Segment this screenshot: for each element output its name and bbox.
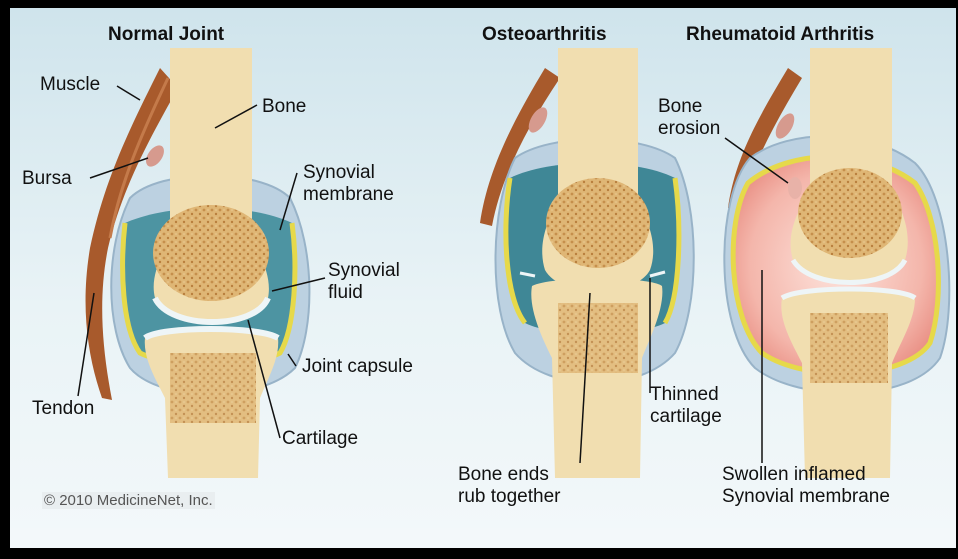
title-osteoarthritis: Osteoarthritis bbox=[482, 24, 607, 46]
title-rheumatoid-arthritis: Rheumatoid Arthritis bbox=[686, 24, 874, 46]
label-tendon: Tendon bbox=[32, 398, 94, 420]
label-synovial-membrane-line1: Synovial bbox=[303, 162, 375, 184]
label-synovial-membrane-line2: membrane bbox=[303, 184, 394, 206]
joint-diagram-canvas: Normal Joint Osteoarthritis Rheumatoid A… bbox=[10, 8, 956, 548]
title-normal-joint: Normal Joint bbox=[108, 24, 224, 46]
label-synovial-fluid-line1: Synovial bbox=[328, 260, 400, 282]
rheum-bone-erosion bbox=[788, 177, 802, 199]
label-cartilage: Cartilage bbox=[282, 428, 358, 450]
label-bursa: Bursa bbox=[22, 168, 72, 190]
label-synovial-fluid-line2: fluid bbox=[328, 282, 363, 304]
label-bone: Bone bbox=[262, 96, 306, 118]
label-swollen-line2: Synovial membrane bbox=[722, 486, 890, 508]
label-thinned-cartilage-line2: cartilage bbox=[650, 406, 722, 428]
label-joint-capsule: Joint capsule bbox=[302, 356, 413, 378]
copyright-notice: © 2010 MedicineNet, Inc. bbox=[42, 492, 215, 509]
label-thinned-cartilage-line1: Thinned bbox=[650, 384, 719, 406]
label-bone-erosion-line1: Bone bbox=[658, 96, 702, 118]
label-swollen-line1: Swollen inflamed bbox=[722, 464, 866, 486]
label-muscle: Muscle bbox=[40, 74, 100, 96]
label-bone-ends-line2: rub together bbox=[458, 486, 560, 508]
label-bone-erosion-line2: erosion bbox=[658, 118, 720, 140]
rheum-joint-drawing bbox=[724, 48, 949, 478]
label-bone-ends-line1: Bone ends bbox=[458, 464, 549, 486]
